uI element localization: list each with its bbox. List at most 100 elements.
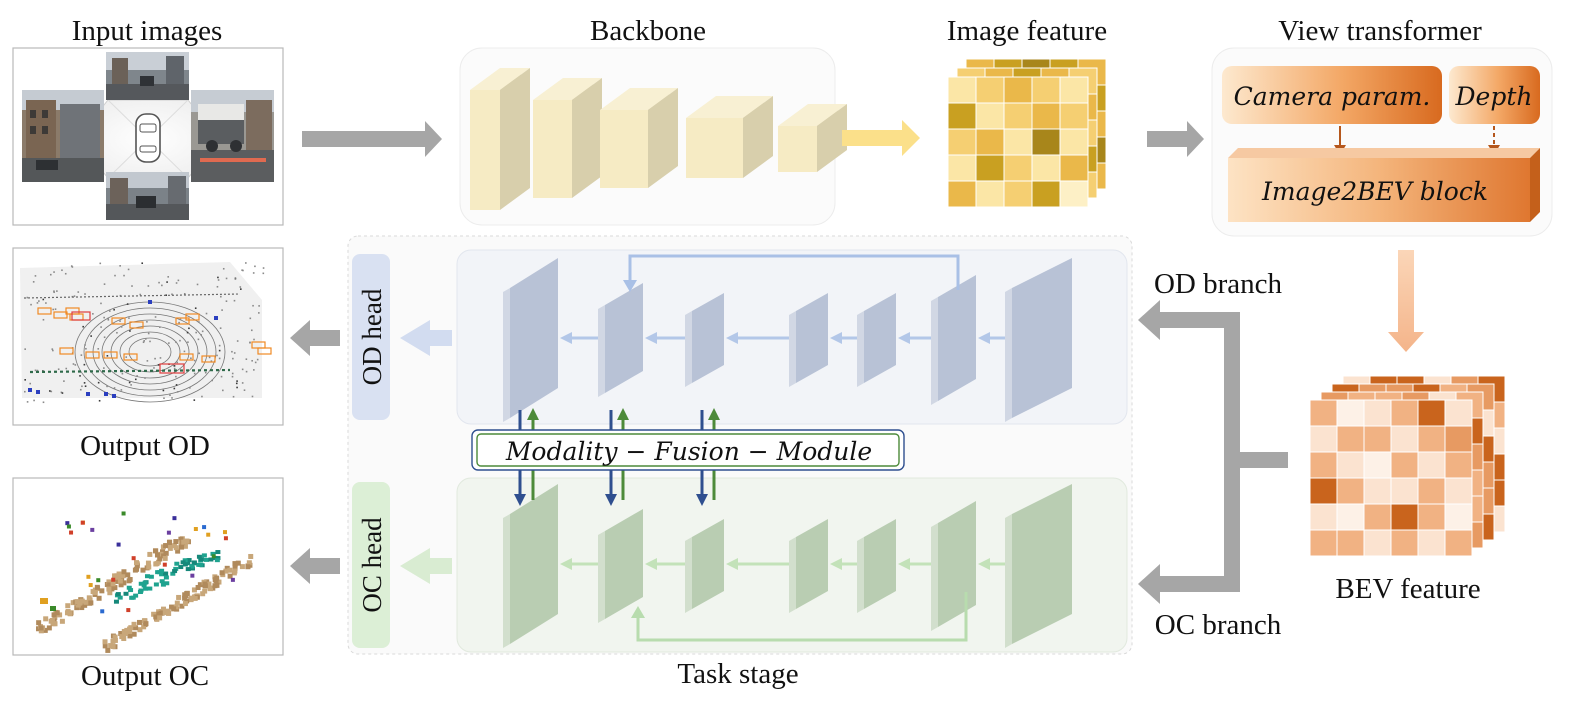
od-decoder-layer <box>685 293 724 387</box>
detection-box <box>59 347 74 355</box>
bev-feature-cell <box>1444 451 1473 479</box>
bev-feature-cell <box>1363 477 1392 505</box>
bev-feature-cell <box>1444 477 1473 505</box>
backbone-layers <box>470 68 847 210</box>
arrow-view-transformer-to-bev <box>1388 250 1424 352</box>
od-decoder-layer <box>1005 258 1072 422</box>
bev-feature-cell <box>1309 399 1338 427</box>
bev-feature-cell <box>1417 477 1446 505</box>
detection-box <box>175 317 190 325</box>
image-feature-cell <box>1059 180 1089 208</box>
oc-decoder-layers <box>503 484 1072 648</box>
bev-feature-cell <box>1336 451 1365 479</box>
oc-head-box <box>352 482 390 648</box>
view-transformer-label: View transformer <box>1278 15 1482 47</box>
bev-feature-cell <box>1390 503 1419 531</box>
ego-car-icon <box>135 113 161 163</box>
bev-feature-cell <box>1444 503 1473 531</box>
bev-feature-cell <box>1336 399 1365 427</box>
backbone-layer <box>805 104 847 172</box>
bev-feature-cell <box>1417 451 1446 479</box>
bev-feature-cube <box>1309 375 1506 557</box>
image-feature-cell <box>947 76 977 104</box>
detection-box <box>201 355 216 363</box>
image-feature-cell <box>947 102 977 130</box>
view-transformer-block: Camera param. Depth Image2BEV block <box>1211 47 1553 237</box>
od-decoder-layer <box>931 275 976 405</box>
image-feature-cell <box>1031 102 1061 130</box>
backbone-layer <box>560 78 602 198</box>
detection-box <box>103 351 118 359</box>
od-decoder-layers <box>503 258 1072 422</box>
bev-feature-cell <box>1363 503 1392 531</box>
bev-feature-cell <box>1417 425 1446 453</box>
detection-box <box>85 351 100 359</box>
bev-feature-label: BEV feature <box>1335 573 1480 605</box>
image-feature-cell <box>1003 128 1033 156</box>
camera-front-left-image <box>22 90 104 182</box>
image-feature-cell <box>1059 76 1089 104</box>
image-feature-cell <box>975 154 1005 182</box>
image2bev-block-side <box>1530 148 1540 222</box>
detection-box <box>129 321 144 329</box>
image-feature-cell <box>1031 76 1061 104</box>
image2bev-block-top <box>1228 148 1540 158</box>
bev-feature-cell <box>1363 529 1392 557</box>
detection-box <box>257 347 272 355</box>
bev-feature-cell <box>1390 529 1419 557</box>
image-feature-cell <box>1003 76 1033 104</box>
bev-feature-cell <box>1390 477 1419 505</box>
image-feature-cell <box>1003 102 1033 130</box>
od-head-label: OD head <box>357 288 387 385</box>
od-head-box <box>352 254 390 420</box>
bev-feature-cell <box>1390 451 1419 479</box>
oc-branch-label: OC branch <box>1155 609 1282 641</box>
bev-feature-cell <box>1309 503 1338 531</box>
task-stage-label: Task stage <box>677 658 798 690</box>
image2bev-label: Image2BEV block <box>1261 177 1488 206</box>
bev-feature-cell <box>1336 503 1365 531</box>
bev-feature-cell <box>1417 399 1446 427</box>
oc-decoder-layer <box>598 509 643 623</box>
bev-feature-cell <box>1309 451 1338 479</box>
input-images-label: Input images <box>72 15 223 47</box>
bev-feature-cell <box>1390 399 1419 427</box>
od-decoder-layer <box>789 293 828 387</box>
bev-feature-cell <box>1309 425 1338 453</box>
output-od-label: Output OD <box>80 430 210 462</box>
od-skip-connection <box>628 254 960 290</box>
detection-box <box>123 353 138 361</box>
image-feature-cell <box>975 128 1005 156</box>
oc-decoder-layer <box>685 519 724 613</box>
image-feature-cell <box>947 180 977 208</box>
backbone-layer <box>731 96 773 178</box>
bev-feature-cell <box>1444 425 1473 453</box>
bev-feature-cell <box>1363 399 1392 427</box>
bev-feature-cell <box>1363 425 1392 453</box>
image-feature-cell <box>1059 154 1089 182</box>
oc-skip-connection <box>636 592 968 642</box>
bev-feature-cell <box>1417 529 1446 557</box>
arrow-to-output-oc <box>290 548 340 584</box>
bev-feature-cell <box>1336 529 1365 557</box>
arrow-to-od-head <box>400 320 452 356</box>
bev-feature-cell <box>1336 477 1365 505</box>
od-decoder-layer <box>503 258 558 422</box>
arrow-to-oc-head <box>400 548 452 584</box>
fusion-module-box <box>476 433 900 467</box>
bev-feature-cell <box>1417 503 1446 531</box>
detection-box <box>37 307 52 315</box>
image2bev-block <box>1228 158 1530 222</box>
camera-param-label: Camera param. <box>1234 82 1431 111</box>
branch-arrows <box>1138 300 1288 604</box>
image-feature-cube <box>947 58 1107 208</box>
oc-head-label: OC head <box>357 517 387 613</box>
image-feature-cell <box>975 180 1005 208</box>
bev-feature-cell <box>1309 477 1338 505</box>
image-feature-cell <box>947 128 977 156</box>
arrow-input-to-backbone <box>302 121 442 157</box>
oc-decoder-layer <box>503 484 558 648</box>
output-oc-panel <box>12 477 284 656</box>
od-decoder-layer <box>857 293 896 387</box>
